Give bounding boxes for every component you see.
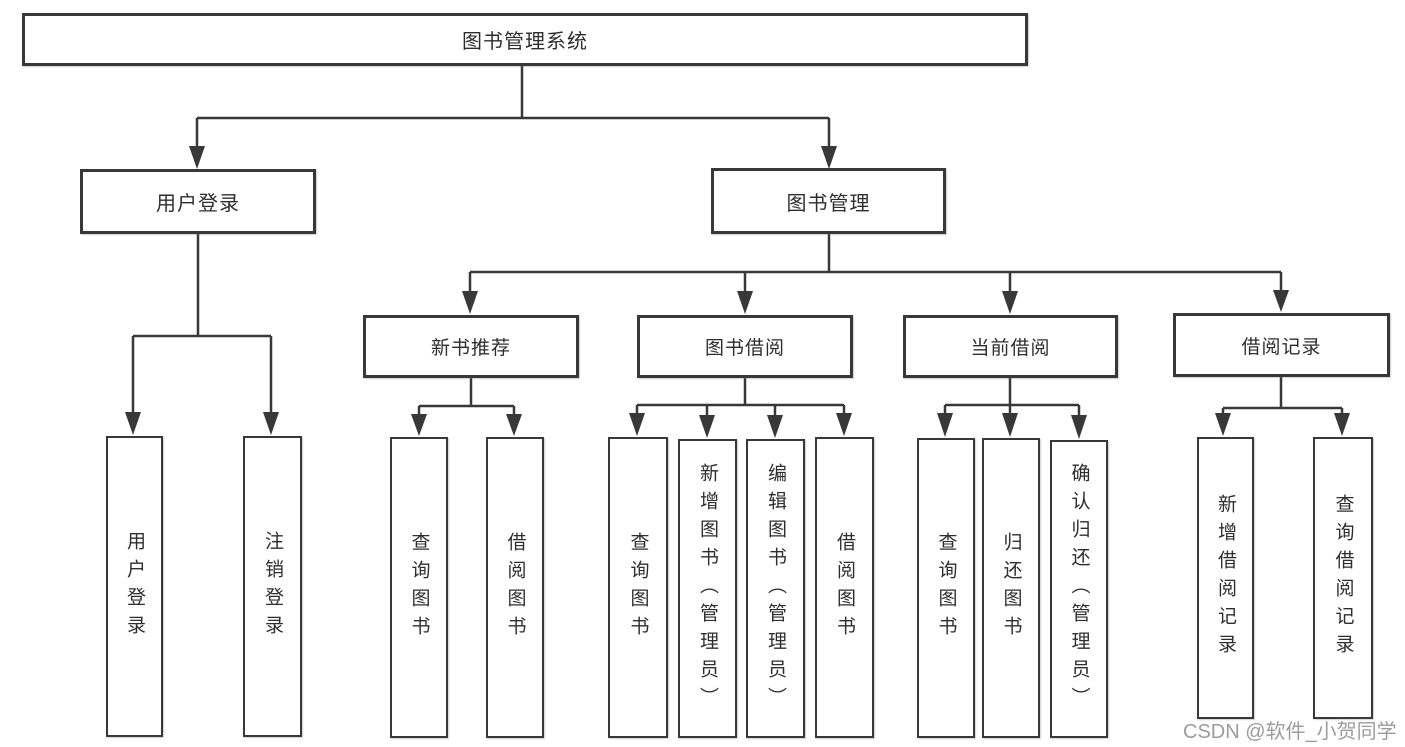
node-login-label: 用户登录 <box>124 530 145 643</box>
node-login: 用户登录 <box>106 436 163 737</box>
node-br-query-record: 查询借阅记录 <box>1313 437 1373 719</box>
connector-user-login-children <box>125 234 279 435</box>
node-borrow-record-label: 借阅记录 <box>1241 336 1322 358</box>
node-nb-borrow-book: 借阅图书 <box>486 437 544 738</box>
node-cb-confirm-return-admin-label: 确认归还（管理员） <box>1068 463 1090 715</box>
connector-book-borrow-children <box>629 378 852 438</box>
node-new-book-recommend-label: 新书推荐 <box>430 338 511 359</box>
node-book-management: 图书管理 <box>711 168 946 234</box>
node-cb-confirm-return-admin: 确认归还（管理员） <box>1050 440 1108 738</box>
node-current-borrow-label: 当前借阅 <box>970 338 1051 359</box>
node-book-borrow-label: 图书借阅 <box>704 338 785 359</box>
node-bb-edit-book-admin: 编辑图书（管理员） <box>746 439 805 738</box>
node-bb-add-book-admin: 新增图书（管理员） <box>678 439 737 738</box>
node-root: 图书管理系统 <box>22 13 1028 66</box>
connector-root-to-level2 <box>189 66 837 169</box>
node-cb-return-book: 归还图书 <box>982 438 1040 738</box>
connector-current-borrow-children <box>937 378 1087 439</box>
node-borrow-record: 借阅记录 <box>1173 313 1390 377</box>
node-br-add-record-label: 新增借阅记录 <box>1215 494 1236 662</box>
node-bb-borrow-book: 借阅图书 <box>815 437 874 738</box>
node-new-book-recommend: 新书推荐 <box>363 315 579 378</box>
connector-borrow-record-children <box>1215 377 1350 436</box>
node-cb-query-book: 查询图书 <box>917 438 975 738</box>
node-book-borrow: 图书借阅 <box>637 315 853 378</box>
node-logout-label: 注销登录 <box>262 530 283 643</box>
node-br-query-record-label: 查询借阅记录 <box>1332 494 1354 662</box>
connector-new-book-children <box>411 378 522 436</box>
node-bb-query-book-label: 查询图书 <box>627 531 649 644</box>
node-root-label: 图书管理系统 <box>462 31 588 53</box>
node-cb-query-book-label: 查询图书 <box>935 532 957 644</box>
node-logout: 注销登录 <box>243 436 302 737</box>
node-bb-edit-book-admin-label: 编辑图书（管理员） <box>765 462 786 715</box>
connector-book-management-to-level3 <box>462 234 1289 314</box>
csdn-watermark: CSDN @软件_小贺同学 <box>1183 721 1397 743</box>
node-nb-borrow-book-label: 借阅图书 <box>504 531 526 644</box>
node-user-login-label: 用户登录 <box>156 193 240 215</box>
node-nb-query-book-label: 查询图书 <box>408 531 430 644</box>
node-nb-query-book: 查询图书 <box>390 437 448 738</box>
node-book-management-label: 图书管理 <box>786 192 871 215</box>
node-cb-return-book-label: 归还图书 <box>1000 532 1022 644</box>
node-bb-borrow-book-label: 借阅图书 <box>834 531 855 644</box>
node-bb-add-book-admin-label: 新增图书（管理员） <box>697 462 718 715</box>
node-br-add-record: 新增借阅记录 <box>1197 437 1254 719</box>
node-bb-query-book: 查询图书 <box>608 437 668 738</box>
node-user-login: 用户登录 <box>80 169 316 234</box>
node-current-borrow: 当前借阅 <box>903 315 1118 378</box>
